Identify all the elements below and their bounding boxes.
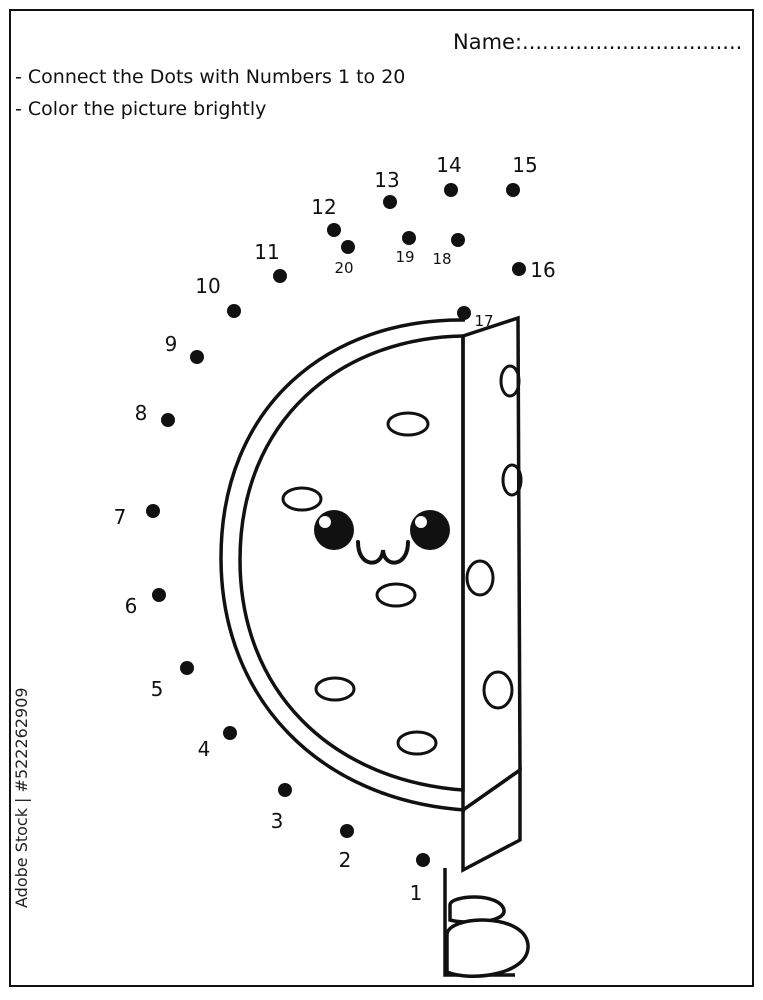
dot-14	[444, 183, 458, 197]
dot-12	[327, 223, 341, 237]
stock-watermark: Adobe Stock | #522262909	[10, 687, 31, 908]
dot-1	[416, 853, 430, 867]
watermelon-flesh-outline	[238, 334, 465, 792]
watermelon-rind-outer	[219, 318, 466, 812]
watermelon-base-block	[461, 766, 522, 873]
dot-label-18: 18	[432, 250, 451, 268]
dot-label-4: 4	[198, 737, 211, 761]
dot-label-20: 20	[334, 259, 353, 277]
dot-13	[383, 195, 397, 209]
seed	[281, 486, 323, 512]
dot-4	[223, 726, 237, 740]
dot-label-6: 6	[125, 594, 138, 618]
dot-2	[340, 824, 354, 838]
mouth	[356, 540, 410, 565]
dot-label-13: 13	[374, 168, 399, 192]
seed	[465, 559, 495, 597]
dot-5	[180, 661, 194, 675]
dot-label-7: 7	[114, 505, 127, 529]
dot-3	[278, 783, 292, 797]
dot-label-15: 15	[512, 153, 537, 177]
seed	[396, 730, 438, 756]
dot-label-1: 1	[410, 881, 423, 905]
dot-8	[161, 413, 175, 427]
seed	[314, 676, 356, 702]
face	[314, 510, 450, 565]
dot-6	[152, 588, 166, 602]
seed	[501, 463, 523, 497]
dot-label-10: 10	[195, 274, 220, 298]
dot-label-8: 8	[135, 401, 148, 425]
dot-label-16: 16	[530, 258, 555, 282]
dot-16	[512, 262, 526, 276]
name-field-label: Name:.................................	[453, 30, 743, 54]
dot-15	[506, 183, 520, 197]
dot-label-11: 11	[254, 240, 279, 264]
seed	[386, 411, 430, 437]
worksheet-border	[9, 9, 754, 987]
dot-17	[457, 306, 471, 320]
dot-label-17: 17	[474, 312, 493, 330]
dot-7	[146, 504, 160, 518]
dot-label-12: 12	[311, 195, 336, 219]
watermelon-foot-front	[445, 918, 530, 979]
right-eye	[410, 510, 450, 550]
watermark-text: Adobe Stock | #522262909	[12, 687, 31, 908]
dot-20	[341, 240, 355, 254]
seed	[499, 364, 521, 398]
dot-11	[273, 269, 287, 283]
dot-label-5: 5	[151, 677, 164, 701]
dot-9	[190, 350, 204, 364]
dot-19	[402, 231, 416, 245]
dot-10	[227, 304, 241, 318]
left-eye	[314, 510, 354, 550]
dot-label-14: 14	[436, 153, 461, 177]
dot-label-2: 2	[339, 848, 352, 872]
dot-label-9: 9	[165, 332, 178, 356]
instruction-color-picture: - Color the picture brightly	[15, 98, 267, 120]
dot-label-3: 3	[271, 809, 284, 833]
dot-label-19: 19	[395, 248, 414, 266]
instruction-connect-dots: - Connect the Dots with Numbers 1 to 20	[15, 66, 406, 88]
seed	[375, 582, 417, 608]
seed	[482, 670, 514, 710]
dot-18	[451, 233, 465, 247]
